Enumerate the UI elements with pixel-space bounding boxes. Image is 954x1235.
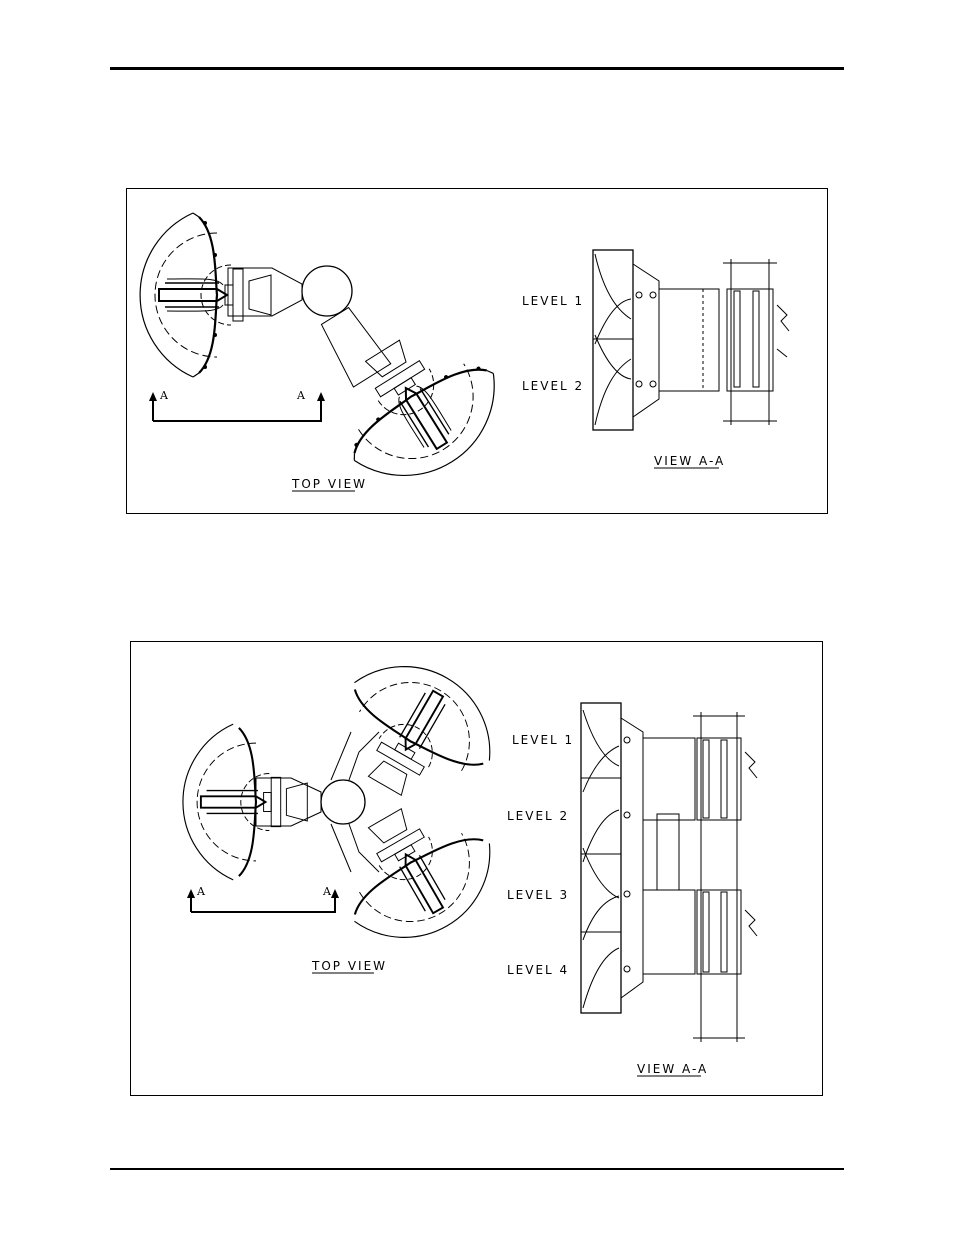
section-view-drawing: [592, 249, 790, 431]
section-marker-left: A: [196, 885, 206, 898]
section-marker-right: A: [322, 885, 332, 898]
top-view-drawing: A A: [181, 642, 516, 966]
level-2-label: LEVEL 2: [507, 809, 569, 823]
section-marker-right: A: [296, 389, 306, 402]
section-view-caption: VIEW A-A: [654, 454, 725, 468]
top-view-caption: TOP VIEW: [311, 959, 387, 973]
section-view-drawing: [580, 702, 758, 1042]
level-1-label: LEVEL 1: [522, 294, 584, 308]
figure-1-drawing: A A TOP VIEW LEVEL 1 LEVEL 2 VIEW A-A: [138, 211, 790, 507]
level-3-label: LEVEL 3: [507, 888, 569, 902]
level-1-label: LEVEL 1: [512, 733, 574, 747]
level-2-label: LEVEL 2: [522, 379, 584, 393]
section-cut-line: A A: [187, 885, 339, 913]
top-view-caption: TOP VIEW: [291, 477, 367, 491]
section-cut-line: A A: [149, 389, 325, 422]
header-rule: [110, 67, 844, 70]
figure-four-level-array: A A TOP VIEW LEVEL 1 LEVEL 2 LEVEL 3 LEV…: [130, 641, 823, 1096]
section-view-caption: VIEW A-A: [637, 1062, 708, 1076]
section-marker-left: A: [159, 389, 169, 402]
figure-2-drawing: A A TOP VIEW LEVEL 1 LEVEL 2 LEVEL 3 LEV…: [181, 642, 758, 1077]
top-view-drawing: A A: [138, 211, 523, 507]
footer-rule: [110, 1168, 844, 1170]
figure-two-level-array: A A TOP VIEW LEVEL 1 LEVEL 2 VIEW A-A: [126, 188, 828, 514]
level-4-label: LEVEL 4: [507, 963, 569, 977]
